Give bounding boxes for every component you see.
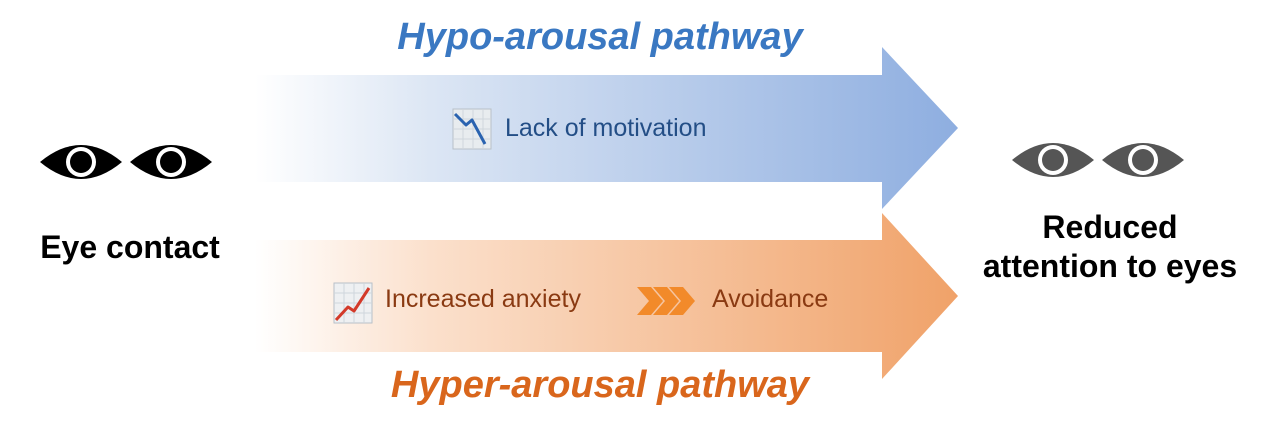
hypo-arousal-arrow bbox=[255, 47, 958, 209]
hyper-arousal-title: Hyper-arousal pathway bbox=[390, 364, 810, 406]
hypo-arousal-title: Hypo-arousal pathway bbox=[397, 16, 803, 58]
increased-anxiety-label: Increased anxiety bbox=[385, 285, 581, 313]
reduced-attention-label: Reduced attention to eyes bbox=[960, 208, 1260, 286]
hyper-arousal-arrow bbox=[255, 213, 958, 379]
reduced-attention-line1: Reduced bbox=[1042, 209, 1178, 245]
eye-contact-label: Eye contact bbox=[40, 229, 220, 265]
trending-down-chart-icon bbox=[452, 108, 492, 150]
trending-up-chart-icon bbox=[333, 282, 373, 324]
lack-of-motivation-label: Lack of motivation bbox=[505, 114, 707, 142]
avoidance-label: Avoidance bbox=[712, 285, 829, 313]
dimmed-eyes-icon bbox=[1012, 143, 1184, 177]
triple-chevron-right-icon bbox=[637, 287, 695, 315]
eyes-icon bbox=[40, 145, 212, 179]
reduced-attention-line2: attention to eyes bbox=[982, 248, 1238, 285]
